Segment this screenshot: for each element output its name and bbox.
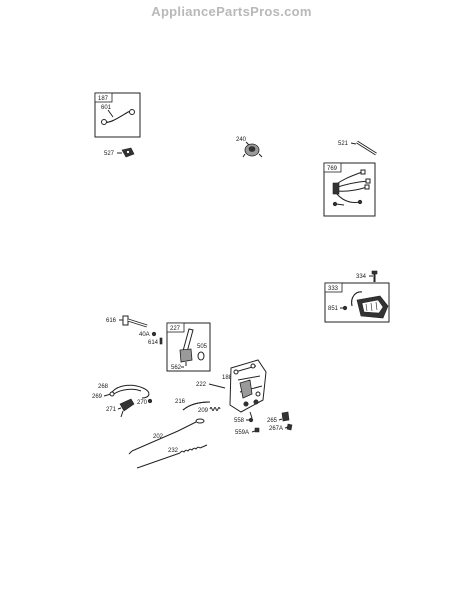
part-269[interactable]: 269 xyxy=(92,391,115,400)
label-202: 202 xyxy=(153,434,164,440)
part-216[interactable]: 216 xyxy=(175,399,211,411)
part-232[interactable]: 232 xyxy=(136,444,208,469)
label-222: 222 xyxy=(196,382,207,388)
label-240: 240 xyxy=(236,137,247,143)
part-270[interactable]: 270 xyxy=(137,398,153,406)
label-216: 216 xyxy=(175,399,186,405)
label-558: 558 xyxy=(234,418,245,424)
part-268[interactable]: 268 xyxy=(98,384,150,399)
part-40a[interactable]: 40A xyxy=(139,331,157,338)
kit-187[interactable]: 187 601 xyxy=(94,92,141,138)
kit-769[interactable]: 769 xyxy=(323,162,376,217)
label-334: 334 xyxy=(356,274,367,280)
kit-227[interactable]: 227 505 562 xyxy=(166,322,211,372)
label-562: 562 xyxy=(171,365,182,371)
control-bracket[interactable]: 188 222 xyxy=(196,359,267,419)
label-333: 333 xyxy=(328,286,339,292)
label-505: 505 xyxy=(197,344,208,350)
kit-333[interactable]: 333 851 xyxy=(324,282,390,323)
label-271: 271 xyxy=(106,407,117,413)
label-267a: 267A xyxy=(269,426,283,432)
part-616[interactable]: 616 xyxy=(106,315,148,328)
governor-lever xyxy=(179,328,194,366)
ignition-module xyxy=(351,291,389,319)
part-521[interactable]: 521 xyxy=(338,140,377,156)
label-269: 269 xyxy=(92,394,103,400)
watermark: AppliancePartsPros.com xyxy=(151,4,312,19)
label-265: 265 xyxy=(267,418,278,424)
part-271[interactable]: 271 xyxy=(106,398,135,418)
label-187: 187 xyxy=(98,96,109,102)
part-202[interactable]: 202 xyxy=(128,418,205,455)
label-559a: 559A xyxy=(235,430,249,436)
part-614[interactable]: 614 xyxy=(148,337,163,346)
label-270: 270 xyxy=(137,400,148,406)
part-559a[interactable]: 559A xyxy=(235,427,260,436)
label-601: 601 xyxy=(101,105,112,111)
label-209: 209 xyxy=(198,408,209,414)
label-851: 851 xyxy=(328,306,339,312)
label-521: 521 xyxy=(338,141,349,147)
part-240[interactable]: 240 xyxy=(236,137,263,158)
label-188: 188 xyxy=(222,375,233,381)
label-769: 769 xyxy=(327,166,338,172)
label-232: 232 xyxy=(168,448,179,454)
wire-harness xyxy=(334,171,369,203)
label-614: 614 xyxy=(148,340,159,346)
part-209[interactable]: 209 xyxy=(198,407,221,415)
part-527[interactable]: 527 xyxy=(104,147,135,158)
part-267a[interactable]: 267A xyxy=(269,423,293,432)
part-265[interactable]: 265 xyxy=(267,411,290,424)
label-40a: 40A xyxy=(139,332,150,338)
label-527: 527 xyxy=(104,151,115,157)
part-334[interactable]: 334 xyxy=(356,270,378,282)
label-268: 268 xyxy=(98,384,109,390)
part-558[interactable]: 558 xyxy=(234,417,254,424)
label-616: 616 xyxy=(106,318,117,324)
label-227: 227 xyxy=(170,326,181,332)
